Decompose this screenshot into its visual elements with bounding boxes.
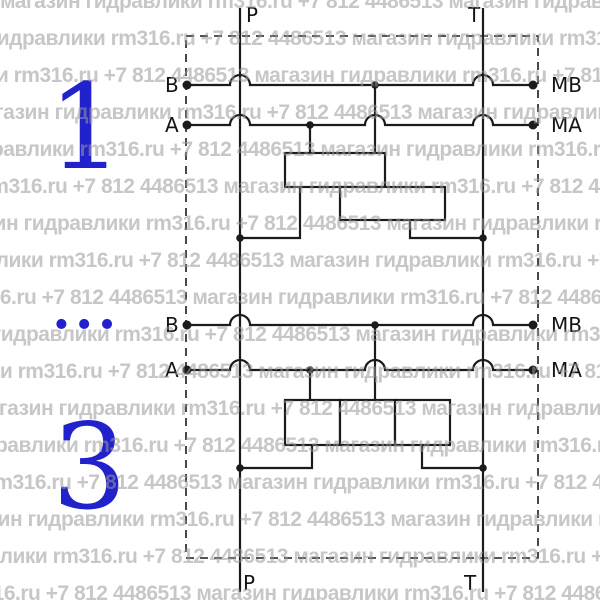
section3-b-line (187, 313, 533, 327)
section3-valve-box-right (393, 398, 452, 447)
label-section3-ma: MA (551, 358, 582, 382)
valve-blocks (283, 151, 452, 447)
section-ellipsis: ... (52, 277, 121, 341)
section1-drain-right (408, 220, 483, 240)
port-dot (528, 80, 538, 90)
label-section3-mb: MB (551, 313, 582, 337)
label-t-bottom: T (464, 571, 477, 595)
section3-valve-box-middle (338, 398, 397, 447)
junction-dots (182, 80, 538, 472)
port-dot (528, 120, 538, 130)
section1-number: 1 (48, 58, 124, 196)
section3-drain-left (240, 445, 314, 470)
section1-b-line (187, 73, 533, 87)
label-section1-a: A (165, 113, 179, 137)
label-p-bottom: P (243, 571, 256, 595)
junction-dot (479, 234, 487, 242)
port-dot (182, 320, 192, 330)
junction-dot (306, 366, 314, 374)
section3-valve-box-left (283, 398, 342, 447)
section1-valve-box-upper (283, 151, 387, 189)
junction-dot (306, 121, 314, 129)
section3-number: 3 (52, 398, 128, 536)
label-p-top: P (246, 3, 259, 27)
junction-dot (236, 464, 244, 472)
main-lines (187, 8, 533, 592)
junction-dot (236, 234, 244, 242)
label-section1-b: B (165, 73, 179, 97)
port-dot (528, 320, 538, 330)
label-section1-ma: MA (551, 113, 582, 137)
port-dot (182, 365, 192, 375)
junction-dot (479, 464, 487, 472)
label-section1-mb: MB (551, 73, 582, 97)
junction-dot (371, 81, 379, 89)
label-t-top: T (468, 3, 481, 27)
port-dot (528, 365, 538, 375)
section1-valve-box-lower (338, 185, 447, 222)
junction-dot (371, 321, 379, 329)
section1-drain-left (240, 187, 302, 240)
port-dot (182, 80, 192, 90)
section3-drain-right (420, 445, 483, 470)
port-dot (182, 120, 192, 130)
label-section3-a: A (165, 358, 179, 382)
label-section3-b: B (165, 313, 179, 337)
manifold-dashed-outline (185, 35, 539, 559)
